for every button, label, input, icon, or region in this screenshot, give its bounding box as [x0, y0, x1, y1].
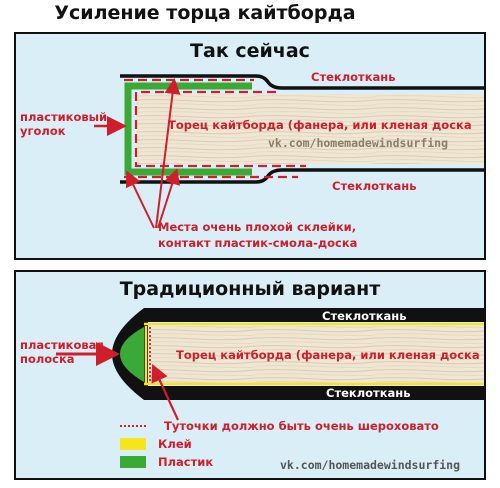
watermark-top: vk.com/homemadewindsurfing [268, 136, 449, 150]
arrow-bad-bond-3 [157, 168, 180, 229]
legend-label-glue: Клей [158, 437, 192, 451]
panel-title-traditional: Традиционный вариант [119, 278, 381, 300]
label-board-end-traditional: Торец кайтборда (фанера, или кленая доск… [176, 348, 480, 362]
label-plastic-strip: пластиковая полоска [20, 338, 104, 367]
board-wood [136, 94, 484, 164]
label-glass-bottom-traditional: Стеклоткань [326, 386, 411, 400]
arrow-bad-bond-2 [125, 170, 155, 229]
label-glass-top: Стеклоткань [311, 70, 396, 84]
label-board-end: Торец кайтборда (фанера, или кленая доск… [168, 118, 472, 132]
panel-title-current: Так сейчас [190, 40, 310, 62]
glass-wrap [112, 308, 484, 400]
label-glass-bottom: Стеклоткань [332, 179, 417, 193]
bad-bond-inner [134, 90, 306, 168]
label-bad-bond-1: Места очень плохой склейки, [158, 220, 357, 234]
plastic-corner [124, 82, 252, 176]
label-bad-bond-2: контакт пластик-смола-доска [158, 236, 358, 250]
label-plastic-corner: пластиковый уголок [20, 110, 108, 139]
arrow-bad-bond-1 [155, 78, 181, 229]
legend-label-rough: Туточки должно быть очень шероховато [164, 419, 439, 433]
legend-label-plastic: Пластик [158, 455, 214, 469]
watermark-bottom: vk.com/homemadewindsurfing [280, 458, 461, 472]
page-title: Усиление торца кайтборда [54, 2, 356, 24]
board-wood-traditional [148, 326, 484, 383]
arrow-rough-zone [151, 364, 179, 421]
glass-top-line [120, 74, 484, 90]
legend-swatch-plastic [120, 456, 146, 468]
board-end-traditional-drawing [56, 308, 484, 427]
diagram-traditional: Традиционный вариант [14, 270, 486, 480]
board-end-current-drawing [94, 74, 484, 229]
legend-swatch-glue [120, 438, 146, 450]
diagram-current: Так сейчас Стеклоткань [14, 32, 486, 260]
plastic-strip [120, 327, 144, 382]
label-glass-top-traditional: Стеклоткань [322, 309, 407, 323]
